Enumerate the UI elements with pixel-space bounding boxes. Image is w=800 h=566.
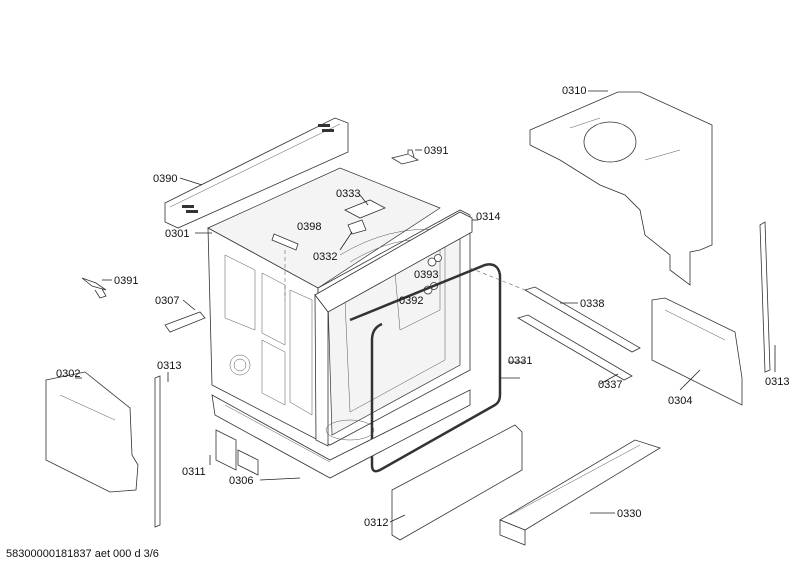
label-0391-top: 0391 — [424, 145, 448, 157]
part-0391-bracket-left — [81, 277, 107, 299]
part-0331-door-seal — [349, 263, 502, 473]
label-0331: 0331 — [508, 355, 532, 367]
part-0337-runner — [517, 314, 633, 381]
part-0393-screws — [427, 254, 442, 267]
part-0301-tub — [207, 167, 471, 446]
part-0306-base — [211, 389, 471, 479]
label-0338: 0338 — [580, 298, 604, 310]
part-0338-runner — [469, 267, 641, 353]
part-0333-clip — [344, 199, 386, 235]
label-0312: 0312 — [364, 517, 388, 529]
label-0398: 0398 — [297, 221, 321, 233]
part-0330-channel — [499, 439, 661, 546]
label-0337: 0337 — [598, 379, 622, 391]
part-0313-rail-right — [759, 221, 771, 373]
part-0398-rail — [271, 233, 299, 251]
label-0307: 0307 — [155, 295, 179, 307]
label-0301: 0301 — [165, 228, 189, 240]
label-0302: 0302 — [56, 368, 80, 380]
label-0304: 0304 — [668, 395, 692, 407]
part-0302-side-panel — [45, 371, 139, 493]
label-0330: 0330 — [617, 508, 641, 520]
part-0314-frame — [314, 211, 473, 447]
label-0310: 0310 — [562, 85, 586, 97]
label-0392: 0392 — [399, 295, 423, 307]
label-0391-left: 0391 — [114, 275, 138, 287]
part-0311-plinth-bracket — [215, 429, 259, 476]
part-0307-strip — [164, 311, 206, 333]
part-0310-insulation-cover — [529, 91, 713, 286]
label-0311: 0311 — [182, 466, 206, 478]
label-0306: 0306 — [229, 475, 253, 487]
label-0333: 0333 — [336, 188, 360, 200]
label-0332: 0332 — [313, 251, 337, 263]
part-0391-bracket-top — [390, 149, 420, 165]
part-0312-plinth — [391, 424, 523, 541]
part-0304-rear-panel — [651, 297, 743, 406]
part-0390-top-plate — [164, 117, 349, 229]
label-0390: 0390 — [153, 173, 177, 185]
label-0313-left: 0313 — [157, 360, 181, 372]
label-0393: 0393 — [414, 269, 438, 281]
part-0313-rail-left — [154, 375, 161, 528]
footer-document-id: 58300000181837 aet 000 d 3/6 — [6, 548, 159, 560]
label-0314: 0314 — [476, 211, 500, 223]
label-0313-right: 0313 — [765, 376, 789, 388]
